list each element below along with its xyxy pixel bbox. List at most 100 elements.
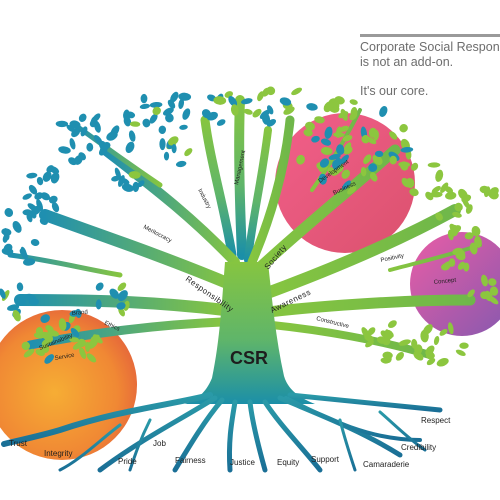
- leaf: [22, 209, 32, 216]
- leaf: [87, 338, 98, 349]
- leaf: [137, 180, 145, 188]
- leaf: [206, 111, 218, 121]
- leaf: [12, 309, 21, 322]
- leaf: [306, 103, 318, 111]
- leaf: [70, 328, 80, 338]
- leaf: [479, 185, 490, 194]
- leaf: [454, 202, 463, 212]
- leaf: [26, 172, 38, 179]
- leaf: [79, 347, 87, 359]
- leaf: [117, 282, 127, 292]
- leaf: [55, 120, 69, 128]
- leaf: [50, 172, 60, 184]
- leaf: [387, 320, 397, 328]
- leaf: [465, 204, 473, 214]
- leaf: [342, 180, 351, 190]
- leaf: [123, 109, 130, 121]
- leaf: [481, 274, 488, 287]
- leaf: [382, 351, 393, 360]
- leaf: [389, 131, 398, 140]
- leaf: [51, 202, 60, 213]
- leaf: [484, 290, 493, 302]
- leaf: [12, 220, 22, 233]
- root-label-respect: Respect: [421, 416, 451, 425]
- leaf: [39, 217, 49, 225]
- leaf: [343, 142, 352, 153]
- leaf: [342, 135, 353, 142]
- leaf: [489, 286, 499, 296]
- leaf: [324, 126, 333, 139]
- leaf: [23, 258, 36, 266]
- leaf: [36, 176, 44, 186]
- leaf: [488, 278, 497, 286]
- leaf: [327, 167, 336, 176]
- leaf: [367, 327, 376, 336]
- leaf: [311, 135, 320, 143]
- leaf: [291, 87, 303, 96]
- leaf: [425, 191, 434, 201]
- leaf: [395, 351, 405, 361]
- leaf: [360, 167, 367, 177]
- leaf: [152, 106, 161, 116]
- leaf: [259, 109, 270, 119]
- header-rule: [360, 34, 500, 37]
- leaf: [41, 344, 50, 353]
- leaf: [125, 141, 135, 154]
- leaf: [366, 136, 377, 145]
- leaf: [333, 131, 345, 138]
- leaf: [78, 113, 87, 122]
- leaf: [455, 252, 466, 261]
- leaf: [464, 232, 474, 240]
- leaf: [182, 108, 191, 120]
- leaf: [123, 300, 130, 311]
- leaf: [376, 336, 387, 344]
- leaf: [149, 113, 158, 124]
- leaf: [455, 349, 466, 356]
- leaf: [401, 177, 411, 188]
- header-line-3: It's our core.: [360, 84, 429, 98]
- leaf: [158, 125, 167, 134]
- leaf: [2, 234, 9, 243]
- leaf: [336, 145, 345, 155]
- leaf: [266, 118, 276, 127]
- leaf: [320, 138, 332, 146]
- leaf: [80, 126, 88, 137]
- leaf: [44, 354, 55, 364]
- leaf: [92, 113, 101, 122]
- leaf: [69, 310, 81, 317]
- header-line-1: Corporate Social Responsibility: [360, 40, 500, 54]
- leaf: [349, 99, 358, 105]
- leaf: [430, 192, 442, 198]
- leaf: [116, 302, 126, 310]
- leaf: [21, 341, 30, 351]
- root-label-credibility: Credibility: [401, 443, 436, 452]
- leaf: [175, 160, 187, 168]
- leaf: [110, 125, 120, 137]
- leaf: [440, 182, 449, 193]
- leaf: [69, 138, 76, 150]
- leaf: [435, 212, 443, 221]
- leaf: [389, 155, 397, 165]
- leaf: [409, 188, 419, 197]
- leaf: [40, 192, 51, 201]
- leaf: [184, 148, 193, 157]
- leaf: [364, 334, 374, 342]
- leaf: [474, 236, 482, 248]
- leaf: [439, 328, 448, 336]
- leaf: [90, 334, 100, 342]
- leaf: [22, 193, 32, 200]
- leaf: [228, 96, 238, 107]
- leaf: [213, 96, 227, 105]
- leaf: [411, 338, 418, 349]
- leaf: [168, 136, 179, 146]
- leaf: [323, 101, 334, 113]
- leaf: [303, 129, 313, 137]
- leaf: [431, 185, 441, 194]
- leaf: [66, 124, 76, 133]
- leaf: [117, 290, 128, 302]
- branch-label-industry: Industry: [196, 188, 211, 210]
- leaf: [332, 100, 340, 110]
- leaf: [30, 205, 41, 216]
- leaf: [19, 248, 28, 259]
- leaf: [48, 195, 58, 204]
